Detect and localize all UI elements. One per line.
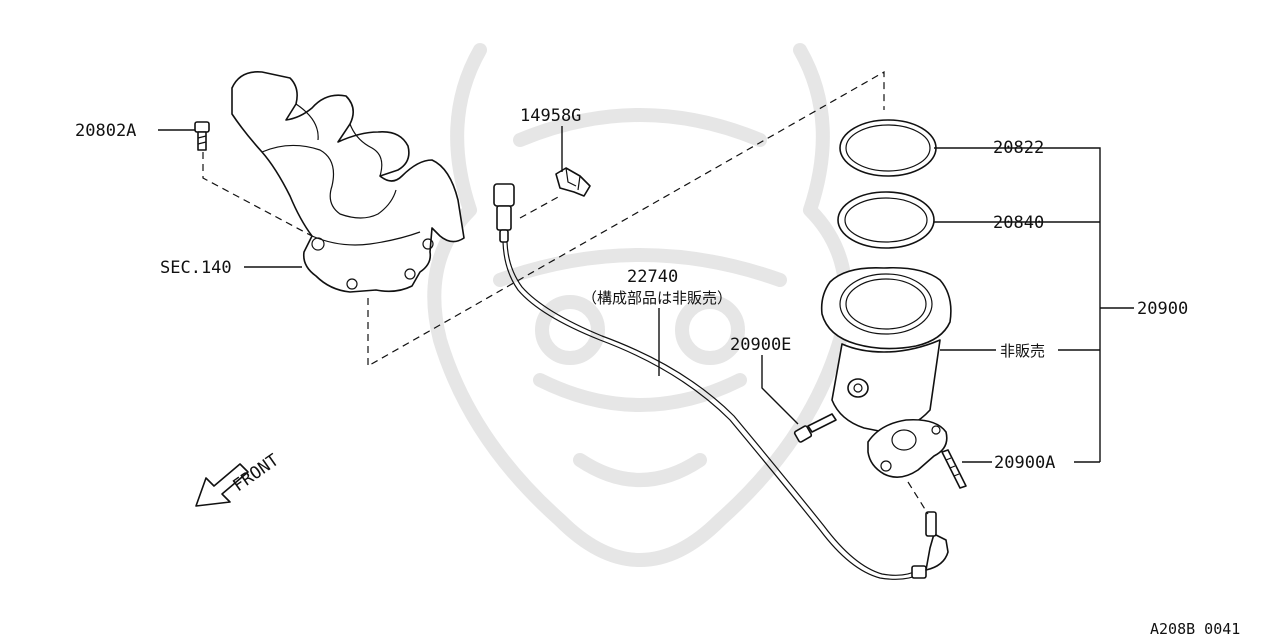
- label-20822: 20822: [993, 138, 1044, 158]
- catalytic-converter-20900[interactable]: [820, 266, 952, 478]
- bolt-20900e[interactable]: [793, 413, 837, 443]
- stud-20900a[interactable]: [941, 449, 967, 489]
- oxygen-sensor-22740[interactable]: [493, 183, 949, 580]
- label-20900: 20900: [1137, 299, 1188, 319]
- bolt-20802a[interactable]: [194, 121, 210, 151]
- front-arrow-icon: [195, 463, 249, 507]
- clip-14958g[interactable]: [555, 167, 591, 197]
- gasket-20840[interactable]: [837, 191, 935, 249]
- gasket-20822[interactable]: [839, 119, 937, 177]
- label-sec-140: SEC.140: [160, 258, 232, 278]
- label-20900a: 20900A: [994, 453, 1055, 473]
- leader-lines: [158, 126, 1134, 463]
- label-not-sold: 非販売: [1000, 342, 1045, 360]
- exhaust-manifold[interactable]: [231, 71, 465, 293]
- label-14958g: 14958G: [520, 106, 581, 126]
- label-20900e: 20900E: [730, 335, 791, 355]
- label-20840: 20840: [993, 213, 1044, 233]
- label-front: FRONT: [229, 450, 282, 496]
- label-sensor-note: （構成部品は非販売）: [582, 289, 732, 307]
- drawing-code: A208B 0041: [1150, 620, 1240, 638]
- label-20802a: 20802A: [75, 121, 136, 141]
- assembly-guide-lines: [202, 70, 929, 515]
- label-22740: 22740: [627, 267, 678, 287]
